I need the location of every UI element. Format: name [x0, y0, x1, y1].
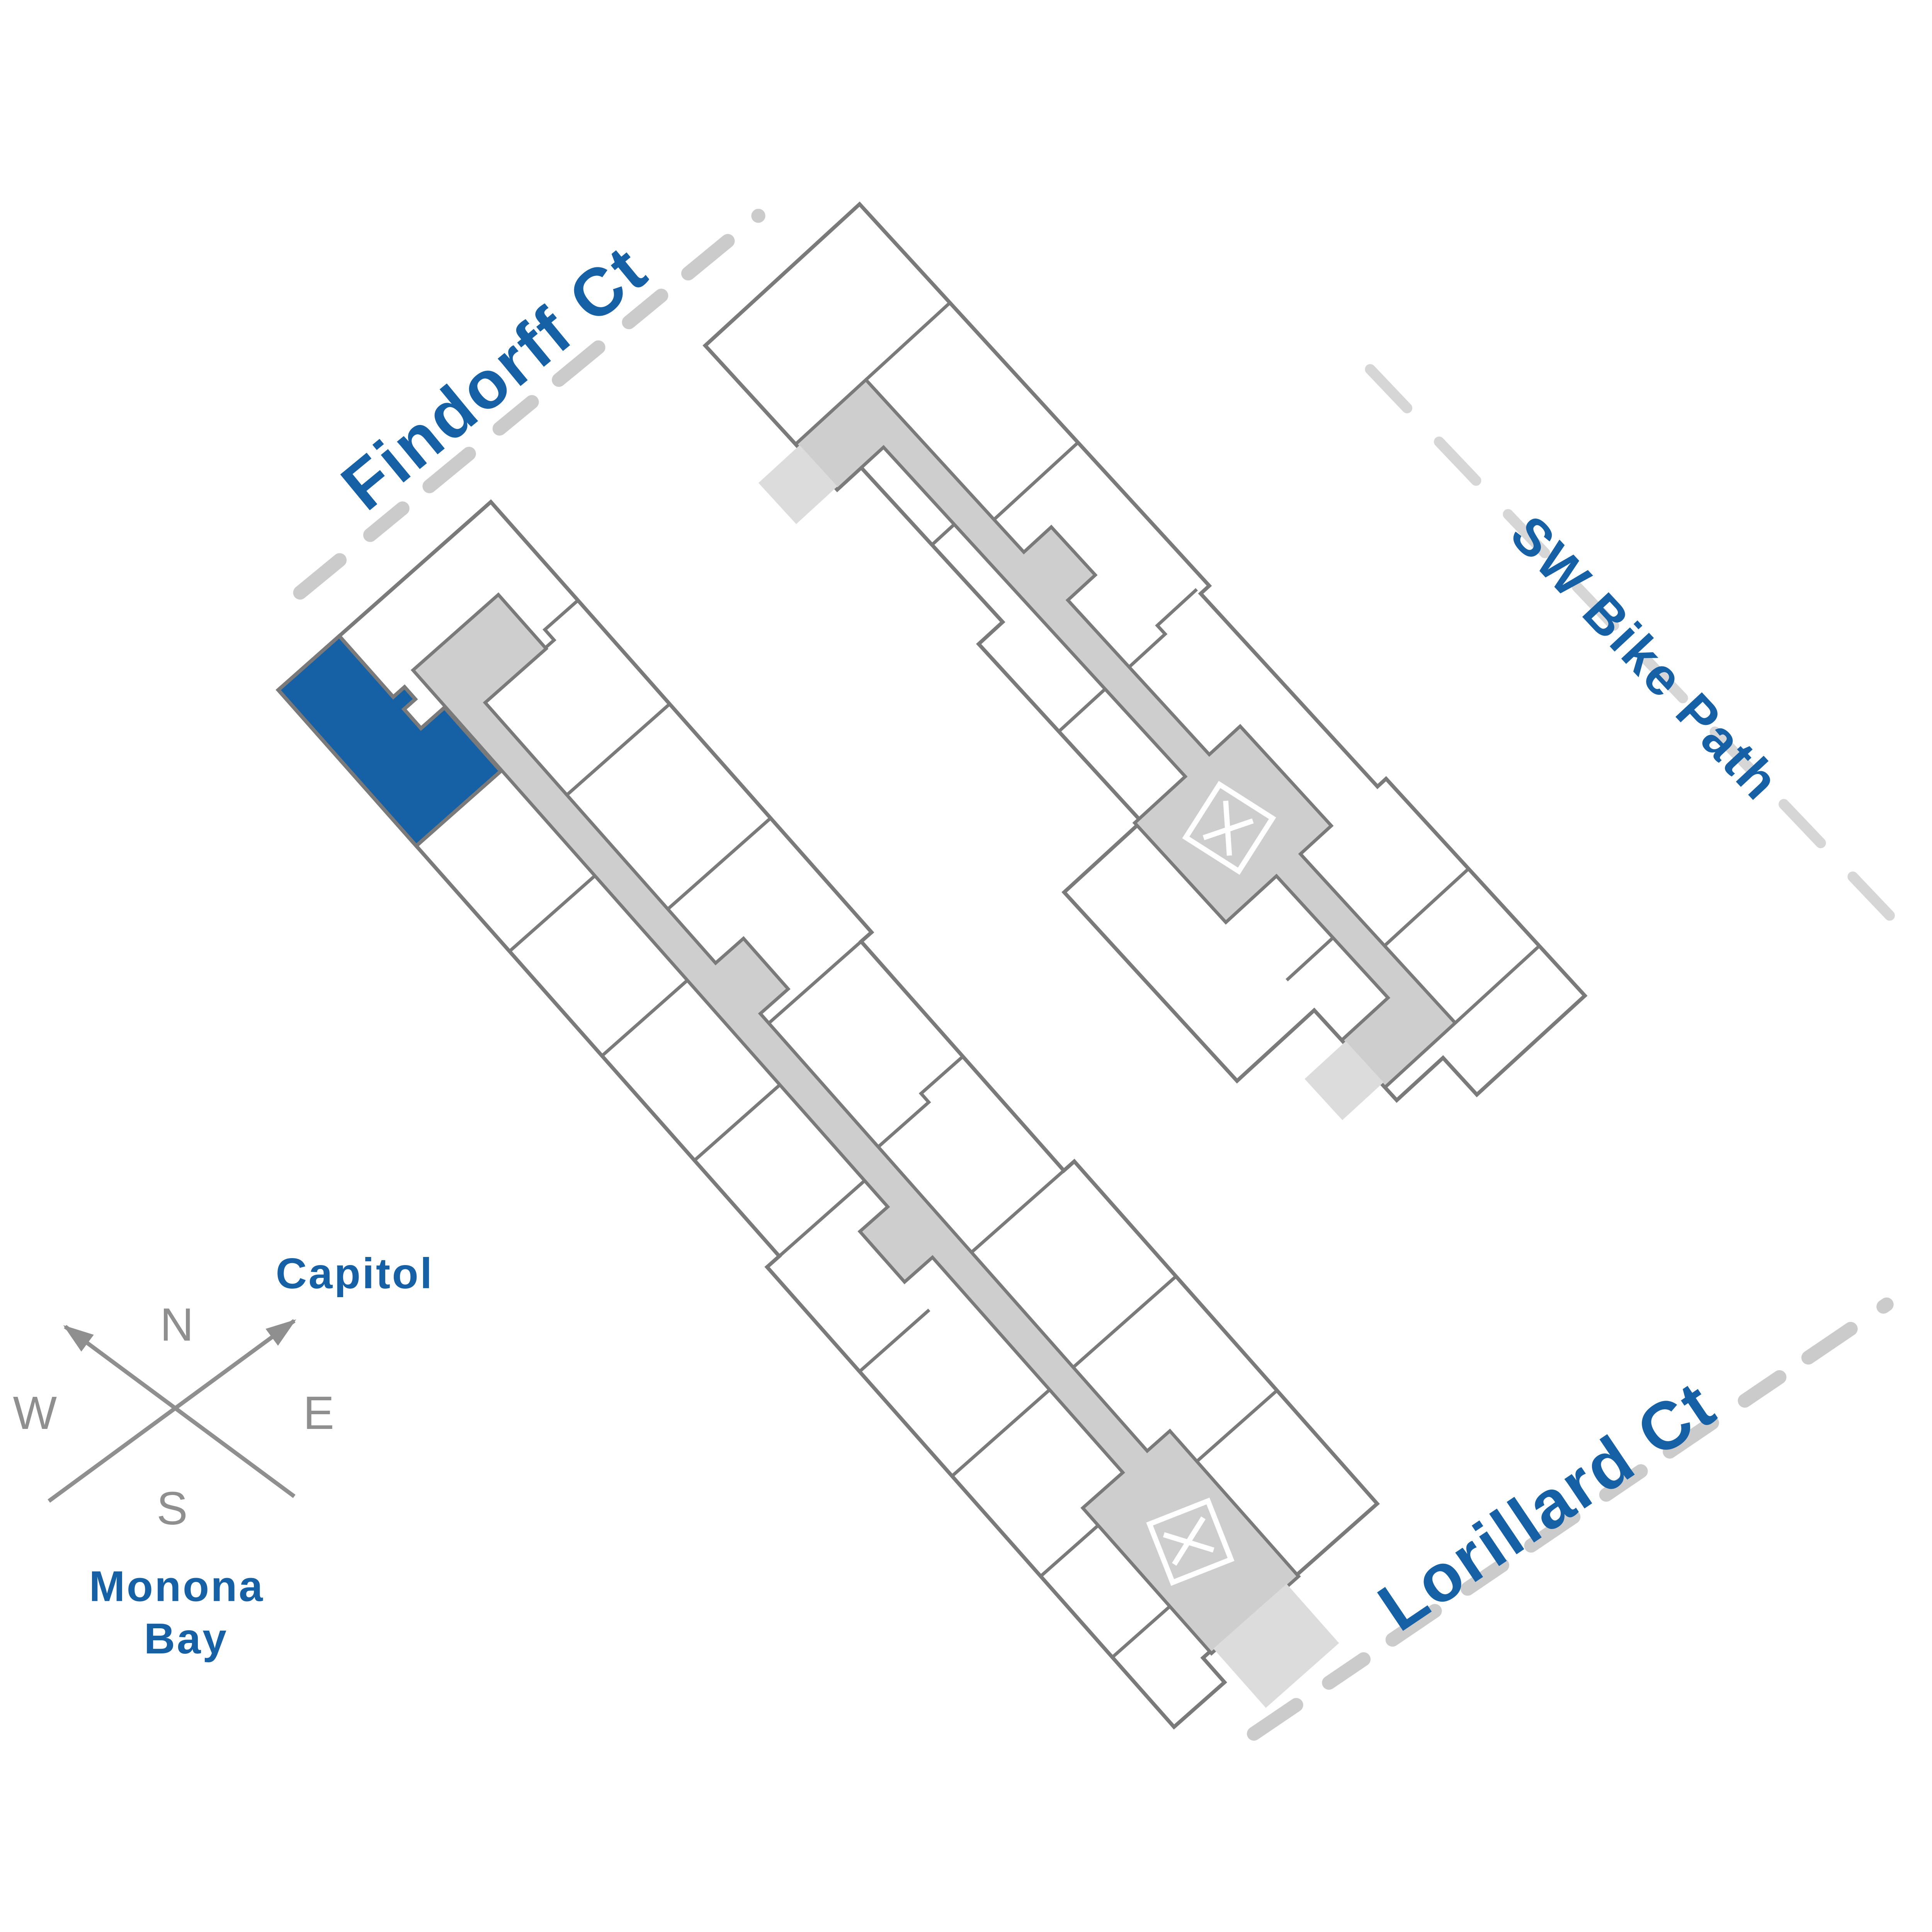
- sw-bike-path-street-line: [1365, 364, 1896, 922]
- highlighted-unit[interactable]: [276, 615, 503, 849]
- west-building-corridor: [410, 592, 1301, 1656]
- landmark-capitol: Capitol: [276, 1249, 434, 1298]
- unit-divider: [970, 1169, 1065, 1254]
- compass-w: W: [13, 1387, 57, 1439]
- unit-divider: [508, 874, 596, 953]
- unit-divider: [1286, 936, 1334, 981]
- landmark-monona-line2: Bay: [144, 1614, 228, 1663]
- stairs-marker-west: [1146, 1497, 1235, 1586]
- compass: N E S W Capitol Monona Bay: [13, 1249, 434, 1663]
- unit-divider: [601, 979, 689, 1057]
- west-walkway-east: [1213, 1584, 1339, 1708]
- unit-divider: [1111, 1605, 1171, 1659]
- unit-divider: [1058, 688, 1106, 733]
- findorff-ct-street-line: [293, 209, 765, 600]
- compass-n: N: [160, 1298, 194, 1350]
- unit-divider: [877, 1055, 964, 1148]
- unit-divider: [1128, 588, 1198, 668]
- street-label-sw-bike-path: SW Bike Path: [1500, 505, 1792, 812]
- east-walkway-south: [1304, 1041, 1384, 1120]
- unit-divider: [1454, 944, 1541, 1024]
- stairs-marker-east: [1182, 781, 1276, 875]
- unit-divider: [767, 940, 862, 1025]
- east-building-corridor: [793, 377, 1458, 1090]
- unit-divider: [543, 599, 579, 649]
- landmark-monona-line1: Monona: [89, 1562, 265, 1611]
- east-building: [702, 201, 1588, 1120]
- unit-divider: [951, 1388, 1051, 1478]
- lorillard-ct-street-line: [1247, 1297, 1894, 1741]
- unit-divider: [931, 523, 956, 546]
- compass-arrow-northeast: [48, 1319, 296, 1503]
- unit-divider: [1383, 867, 1470, 947]
- unit-divider: [667, 817, 772, 910]
- unit-divider: [858, 1308, 930, 1373]
- unit-divider: [693, 1083, 781, 1162]
- compass-s: S: [156, 1482, 187, 1534]
- compass-e: E: [303, 1387, 334, 1439]
- stairs-icon: [1202, 801, 1254, 856]
- street-label-findorff: Findorff Ct: [327, 231, 661, 524]
- unit-divider: [566, 702, 671, 796]
- unit-divider: [865, 301, 951, 381]
- unit-divider: [1196, 1389, 1278, 1463]
- east-walkway-north: [758, 445, 838, 524]
- compass-arrow-northwest: [63, 1325, 296, 1498]
- unit-divider: [1039, 1524, 1099, 1578]
- unit-divider: [778, 1179, 866, 1258]
- unit-divider: [993, 441, 1079, 521]
- street-label-lorillard: Lorillard Ct: [1365, 1366, 1729, 1645]
- west-building: [276, 499, 1380, 1730]
- stairs-icon: [1163, 1516, 1214, 1566]
- unit-divider: [1072, 1275, 1177, 1369]
- street-lines: [293, 209, 1896, 1741]
